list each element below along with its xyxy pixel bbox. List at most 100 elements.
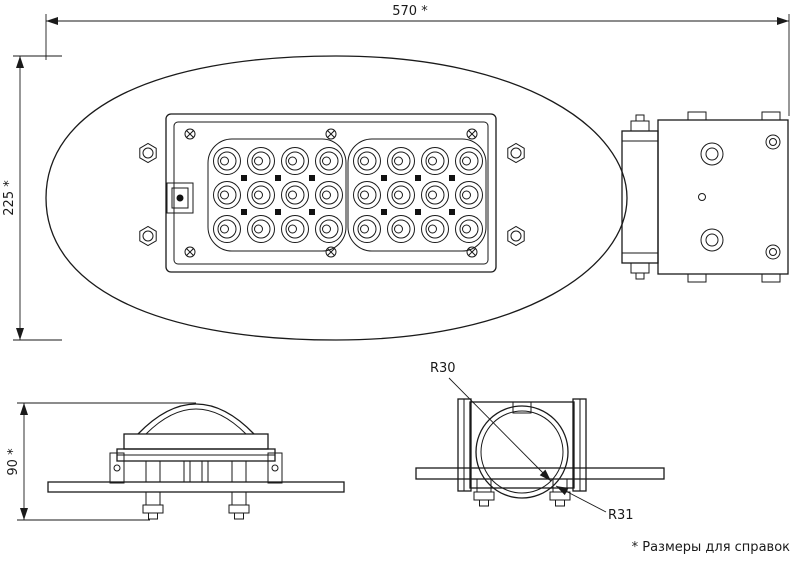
- clamp-right-hole: [271, 464, 279, 472]
- led-lens: [387, 147, 415, 175]
- led-contact-square: [309, 175, 315, 181]
- hex-bolt-hole: [142, 147, 154, 159]
- body-upper-band: [123, 433, 269, 450]
- mounting-plate: [657, 111, 789, 283]
- led-lens: [455, 181, 483, 209]
- led-chip: [394, 190, 403, 200]
- led-lens-inner: [459, 219, 479, 239]
- arm-bolt-bottom: [630, 262, 650, 274]
- housing-bolts: [139, 142, 525, 247]
- screw: [466, 246, 478, 258]
- led-lens: [421, 181, 449, 209]
- led-lens-array: [213, 147, 483, 243]
- led-lens-inner: [357, 219, 377, 239]
- led-lens: [213, 215, 241, 243]
- arm-bolt-top: [630, 120, 650, 132]
- led-lens-inner: [217, 151, 237, 171]
- hex-bolt-hole: [510, 230, 522, 242]
- screw: [325, 246, 337, 258]
- screw: [325, 128, 337, 140]
- led-lens-inner: [459, 185, 479, 205]
- screw-slot: [327, 130, 335, 138]
- bolt-nut: [549, 491, 571, 501]
- plate-body: [657, 119, 789, 275]
- r31-leader-line: [555, 485, 607, 513]
- hex-bolt: [139, 225, 157, 247]
- module-screws: [184, 128, 478, 258]
- led-contact-square: [381, 175, 387, 181]
- led-chip: [254, 156, 263, 166]
- screw: [184, 246, 196, 258]
- latch-inner: [171, 187, 189, 209]
- led-lens-inner: [285, 219, 305, 239]
- support-leg-right: [231, 460, 247, 483]
- latch-body: [166, 182, 194, 214]
- led-lens: [455, 147, 483, 175]
- screw-slot: [468, 130, 476, 138]
- led-lens-inner: [251, 185, 271, 205]
- bolt-shank: [145, 491, 161, 506]
- led-chip: [322, 190, 331, 200]
- led-chip: [360, 190, 369, 200]
- clamp-left: [109, 452, 125, 484]
- led-lens: [281, 215, 309, 243]
- arm-bolt-bottom-tip: [635, 272, 645, 280]
- plate-hole-small: [765, 244, 781, 260]
- lens-cluster-left: [207, 138, 347, 252]
- led-chip: [322, 156, 331, 166]
- led-lens-inner: [425, 219, 445, 239]
- hex-bolt: [139, 142, 157, 164]
- led-contact-square: [415, 175, 421, 181]
- led-chip: [394, 224, 403, 234]
- led-contact-square: [275, 209, 281, 215]
- plate-hole-small: [765, 134, 781, 150]
- top-tab: [512, 401, 532, 414]
- plate-hole-inner: [705, 147, 719, 161]
- latch: [166, 182, 194, 214]
- led-contact-square: [415, 209, 421, 215]
- led-chip: [322, 224, 331, 234]
- bolt-nut: [228, 504, 250, 514]
- led-chip: [462, 190, 471, 200]
- dome-outer: [137, 403, 255, 435]
- dimension-570: 570 *: [45, 4, 790, 116]
- support-center: [183, 460, 209, 483]
- led-chip: [220, 156, 229, 166]
- bolt-tip: [479, 499, 489, 507]
- r30-leader-line: [448, 377, 552, 482]
- led-chip: [360, 224, 369, 234]
- hex-bolt-hole: [510, 147, 522, 159]
- led-lens-inner: [391, 151, 411, 171]
- plate-bolt-top: [687, 111, 707, 121]
- dimension-label-570: 570 *: [392, 4, 428, 19]
- clamp-left-hole: [113, 464, 121, 472]
- led-chip: [428, 224, 437, 234]
- led-lens-inner: [319, 185, 339, 205]
- led-lens: [247, 181, 275, 209]
- led-lens-inner: [285, 185, 305, 205]
- led-lens: [315, 147, 343, 175]
- dimension-225: 225 *: [2, 55, 62, 341]
- screw-slot: [186, 130, 194, 138]
- plate-bolt-top: [761, 111, 781, 121]
- dimension-label-90: 90 *: [6, 448, 21, 476]
- bolt-nut: [142, 504, 164, 514]
- led-lens: [353, 181, 381, 209]
- side-view: [415, 398, 665, 499]
- plate-hole-small-inner: [769, 138, 777, 146]
- led-lens: [455, 215, 483, 243]
- led-lens: [421, 215, 449, 243]
- led-lens: [213, 147, 241, 175]
- bolt-nut: [473, 491, 495, 501]
- screw: [184, 128, 196, 140]
- bolt-shank: [231, 491, 247, 506]
- clamp-right: [267, 452, 283, 484]
- led-chip: [254, 224, 263, 234]
- led-contact-square: [241, 175, 247, 181]
- led-lens-inner: [357, 185, 377, 205]
- plate-hole: [700, 228, 724, 252]
- screw-slot: [327, 248, 335, 256]
- led-lens: [353, 147, 381, 175]
- hex-bolt-hole: [142, 230, 154, 242]
